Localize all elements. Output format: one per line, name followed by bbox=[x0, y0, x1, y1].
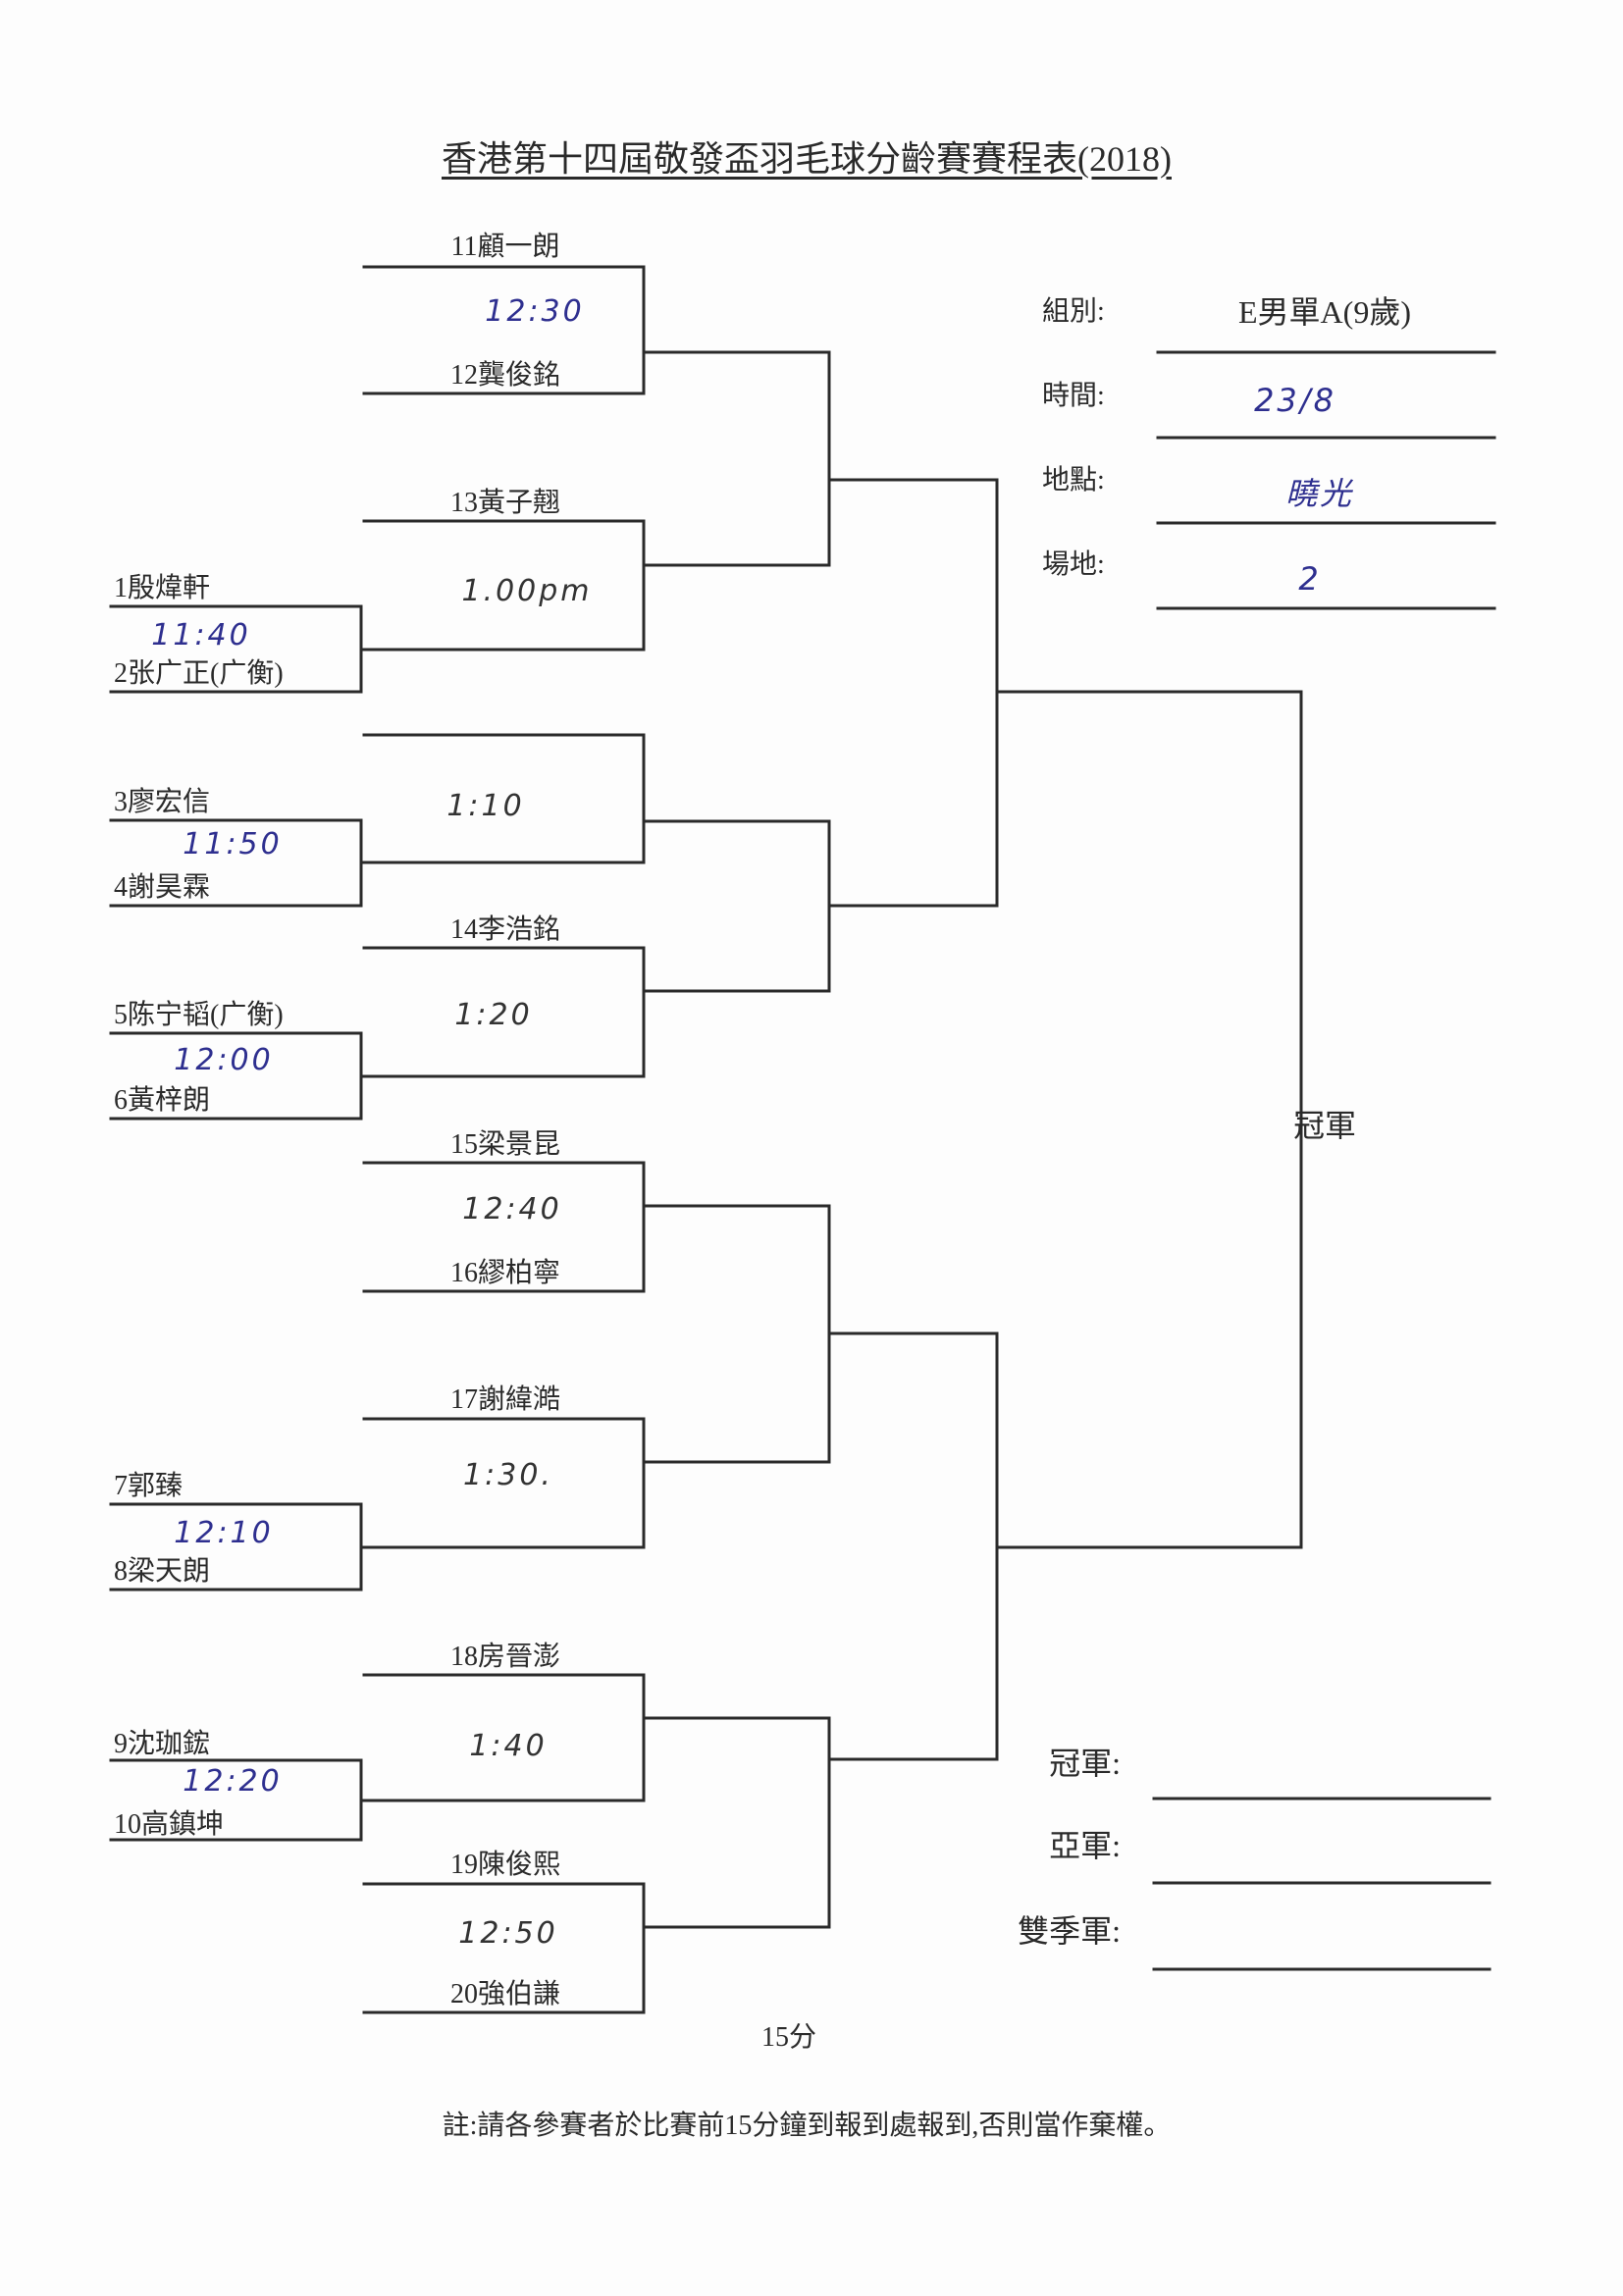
player-16: 16繆柏寧 bbox=[449, 1258, 561, 1288]
player-1: 1殷煒軒 bbox=[114, 573, 211, 603]
match-time-blank: 1:10 bbox=[446, 789, 525, 823]
player-6: 6黃梓朗 bbox=[114, 1085, 211, 1116]
date-value: 23/8 bbox=[1254, 382, 1336, 419]
player-19: 19陳俊熙 bbox=[449, 1850, 561, 1880]
player-13: 13黃子翹 bbox=[449, 488, 561, 518]
player-20: 20強伯謙 bbox=[449, 1979, 561, 2009]
venue-value: 曉光 bbox=[1284, 475, 1355, 512]
court-value: 2 bbox=[1298, 560, 1322, 598]
player-7: 7郭臻 bbox=[114, 1471, 183, 1501]
player-3: 3廖宏信 bbox=[114, 787, 211, 817]
match-time-14: 1:20 bbox=[454, 998, 533, 1032]
match-time-13: 1.00pm bbox=[461, 574, 593, 608]
runner-up-label: 亞軍: bbox=[1049, 1828, 1121, 1863]
match-time-19-20: 12:50 bbox=[458, 1916, 558, 1951]
match-time-9-10: 12:20 bbox=[183, 1764, 283, 1799]
player-15: 15梁景昆 bbox=[449, 1129, 561, 1160]
player-5: 5陈宁韬(广衡) bbox=[114, 1000, 284, 1030]
page-title: 香港第十四屆敬發盃羽毛球分齡賽賽程表(2018) bbox=[442, 139, 1172, 179]
champion-slot: 冠軍 bbox=[1292, 1108, 1357, 1143]
group-label: 組別: bbox=[1042, 296, 1105, 327]
date-label: 時間: bbox=[1042, 381, 1105, 411]
player-2: 2张广正(广衡) bbox=[114, 658, 284, 689]
player-14: 14李浩銘 bbox=[449, 914, 561, 945]
court-label: 場地: bbox=[1042, 549, 1105, 580]
match-time-15-16: 12:40 bbox=[462, 1192, 562, 1226]
player-10: 10高鎮坤 bbox=[114, 1809, 225, 1840]
player-4: 4謝昊霖 bbox=[114, 872, 211, 903]
venue-label: 地點: bbox=[1042, 465, 1105, 496]
player-18: 18房晉澎 bbox=[449, 1642, 561, 1672]
duration-label: 15分 bbox=[760, 2022, 817, 2053]
player-17: 17謝緯澔 bbox=[449, 1384, 561, 1415]
group-value: E男單A(9歲) bbox=[1238, 294, 1411, 330]
footnote: 註:請各參賽者於比賽前15分鐘到報到處報到,否則當作棄權。 bbox=[442, 2111, 1172, 2141]
player-9: 9沈珈鋐 bbox=[114, 1729, 211, 1759]
match-time-3-4: 11:50 bbox=[183, 827, 283, 861]
champion-label: 冠軍: bbox=[1049, 1746, 1121, 1781]
match-time-11-12: 12:30 bbox=[485, 294, 585, 329]
match-time-7-8: 12:10 bbox=[174, 1516, 274, 1550]
match-time-1-2: 11:40 bbox=[151, 618, 251, 652]
match-time-18: 1:40 bbox=[469, 1729, 548, 1763]
player-12: 12龔俊銘 bbox=[449, 360, 561, 391]
player-8: 8梁天朗 bbox=[114, 1556, 211, 1587]
match-time-5-6: 12:00 bbox=[174, 1043, 274, 1077]
third-place-label: 雙季軍: bbox=[1018, 1913, 1121, 1949]
match-time-17: 1:30. bbox=[463, 1458, 553, 1492]
player-11: 11顧一朗 bbox=[450, 232, 560, 262]
